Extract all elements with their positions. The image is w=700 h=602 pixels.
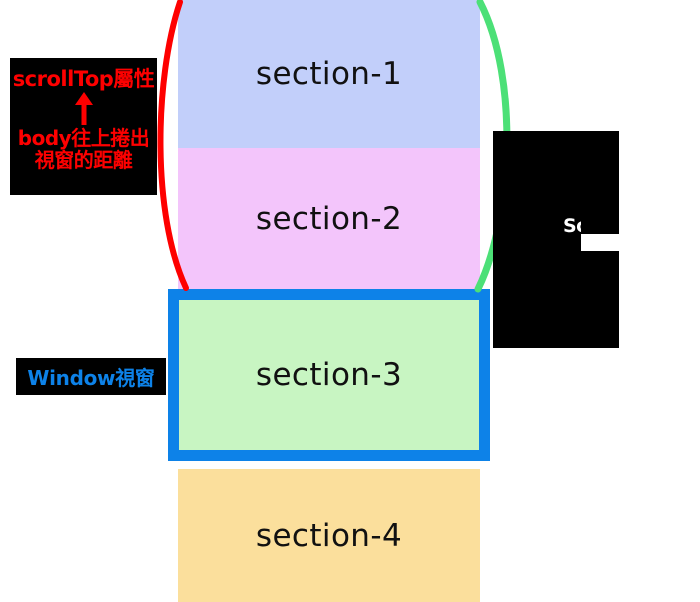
scrolltop-heading: scrollTop屬性 [12,67,155,91]
window-viewport-frame: section-3 [168,289,490,461]
scrollheight-occluder-bar [581,234,663,251]
section-2-label: section-2 [255,200,403,237]
scrolltop-annotation-box: scrollTop屬性 body往上捲出 視窗的距離 [10,58,157,195]
up-arrow-icon [10,91,157,127]
section-block-3: section-3 [179,300,479,450]
window-label: Window視窗 [27,366,155,390]
scrollheight-occluder-upper [581,219,619,235]
scrolltop-body-line-2: 視窗的距離 [34,147,133,172]
section-3-label: section-3 [255,357,403,393]
section-block-4: section-4 [178,469,480,602]
section-block-2: section-2 [178,148,480,289]
scrollheight-annotation-box: Sc [493,131,663,348]
section-1-label: section-1 [255,56,403,92]
section-4-label: section-4 [255,517,403,554]
scrolltop-body-line-1: body往上捲出 [17,125,150,150]
window-annotation-box: Window視窗 [16,358,166,395]
section-block-1: section-1 [178,0,480,148]
